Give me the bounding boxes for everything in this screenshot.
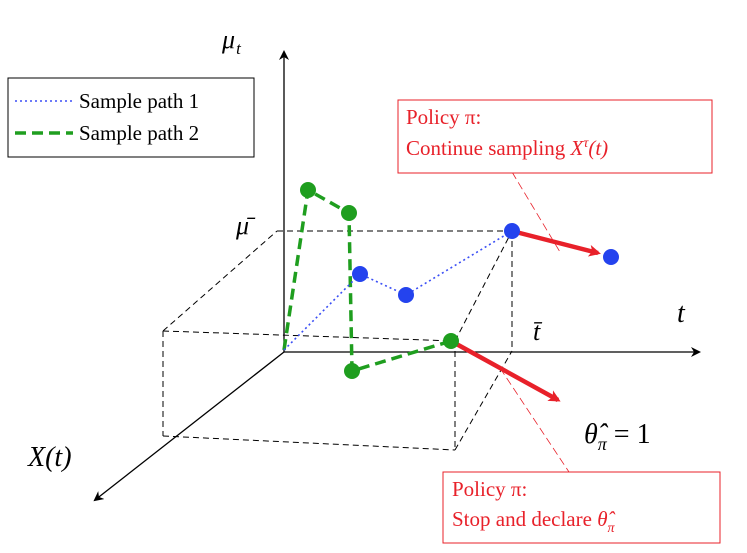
t-axis-label: t [677, 298, 686, 329]
stop-arrow [449, 339, 561, 402]
sample-path-2-line [282, 187, 452, 374]
sample-path-1-points [352, 223, 619, 303]
path-2-point [300, 182, 316, 198]
path-1-point [504, 223, 520, 239]
path-1-point [398, 287, 414, 303]
path-1-point [352, 266, 368, 282]
continue-policy-title: Policy π: [406, 105, 481, 129]
theta-declaration-label: θ̂π = 1 [584, 419, 651, 454]
path-1-next-point [603, 249, 619, 265]
box-bottom-right-edge [454, 350, 513, 451]
path-2-point [344, 363, 360, 379]
depth-axis [93, 351, 285, 502]
continue-arrow [511, 228, 601, 257]
box-bottom-edge [162, 435, 456, 451]
legend-box [7, 77, 255, 158]
continue-connector-line [511, 171, 561, 253]
path-2-point [443, 333, 459, 349]
depth-axis-label: X(t) [27, 442, 72, 473]
projection-box [162, 230, 513, 451]
box-front-top-edge [162, 330, 456, 342]
stop-connector-line [499, 367, 570, 473]
box-top-left-edge [162, 230, 278, 332]
box-top-right-edge [454, 230, 513, 342]
sample-path-1-line [283, 230, 513, 351]
stop-policy-frame [442, 471, 721, 544]
continue-policy-frame [397, 99, 713, 174]
t-bar-label: t̄ [533, 317, 543, 346]
sample-path-2-points [300, 182, 459, 379]
stop-policy-box: Policy π: Stop and declare θ̂π [442, 471, 721, 544]
continue-policy-box: Policy π: Continue sampling Xτ(t) [397, 99, 713, 174]
stop-policy-title: Policy π: [452, 477, 527, 501]
continue-policy-action: Continue sampling Xτ(t) [406, 136, 608, 160]
legend: Sample path 1 Sample path 2 [7, 77, 255, 158]
legend-path-1-label: Sample path 1 [79, 89, 199, 113]
z-axis-label: μt [221, 25, 242, 58]
path-2-point [341, 205, 357, 221]
legend-path-2-label: Sample path 2 [79, 121, 199, 145]
mu-bar-label: μ̄ [235, 211, 256, 240]
